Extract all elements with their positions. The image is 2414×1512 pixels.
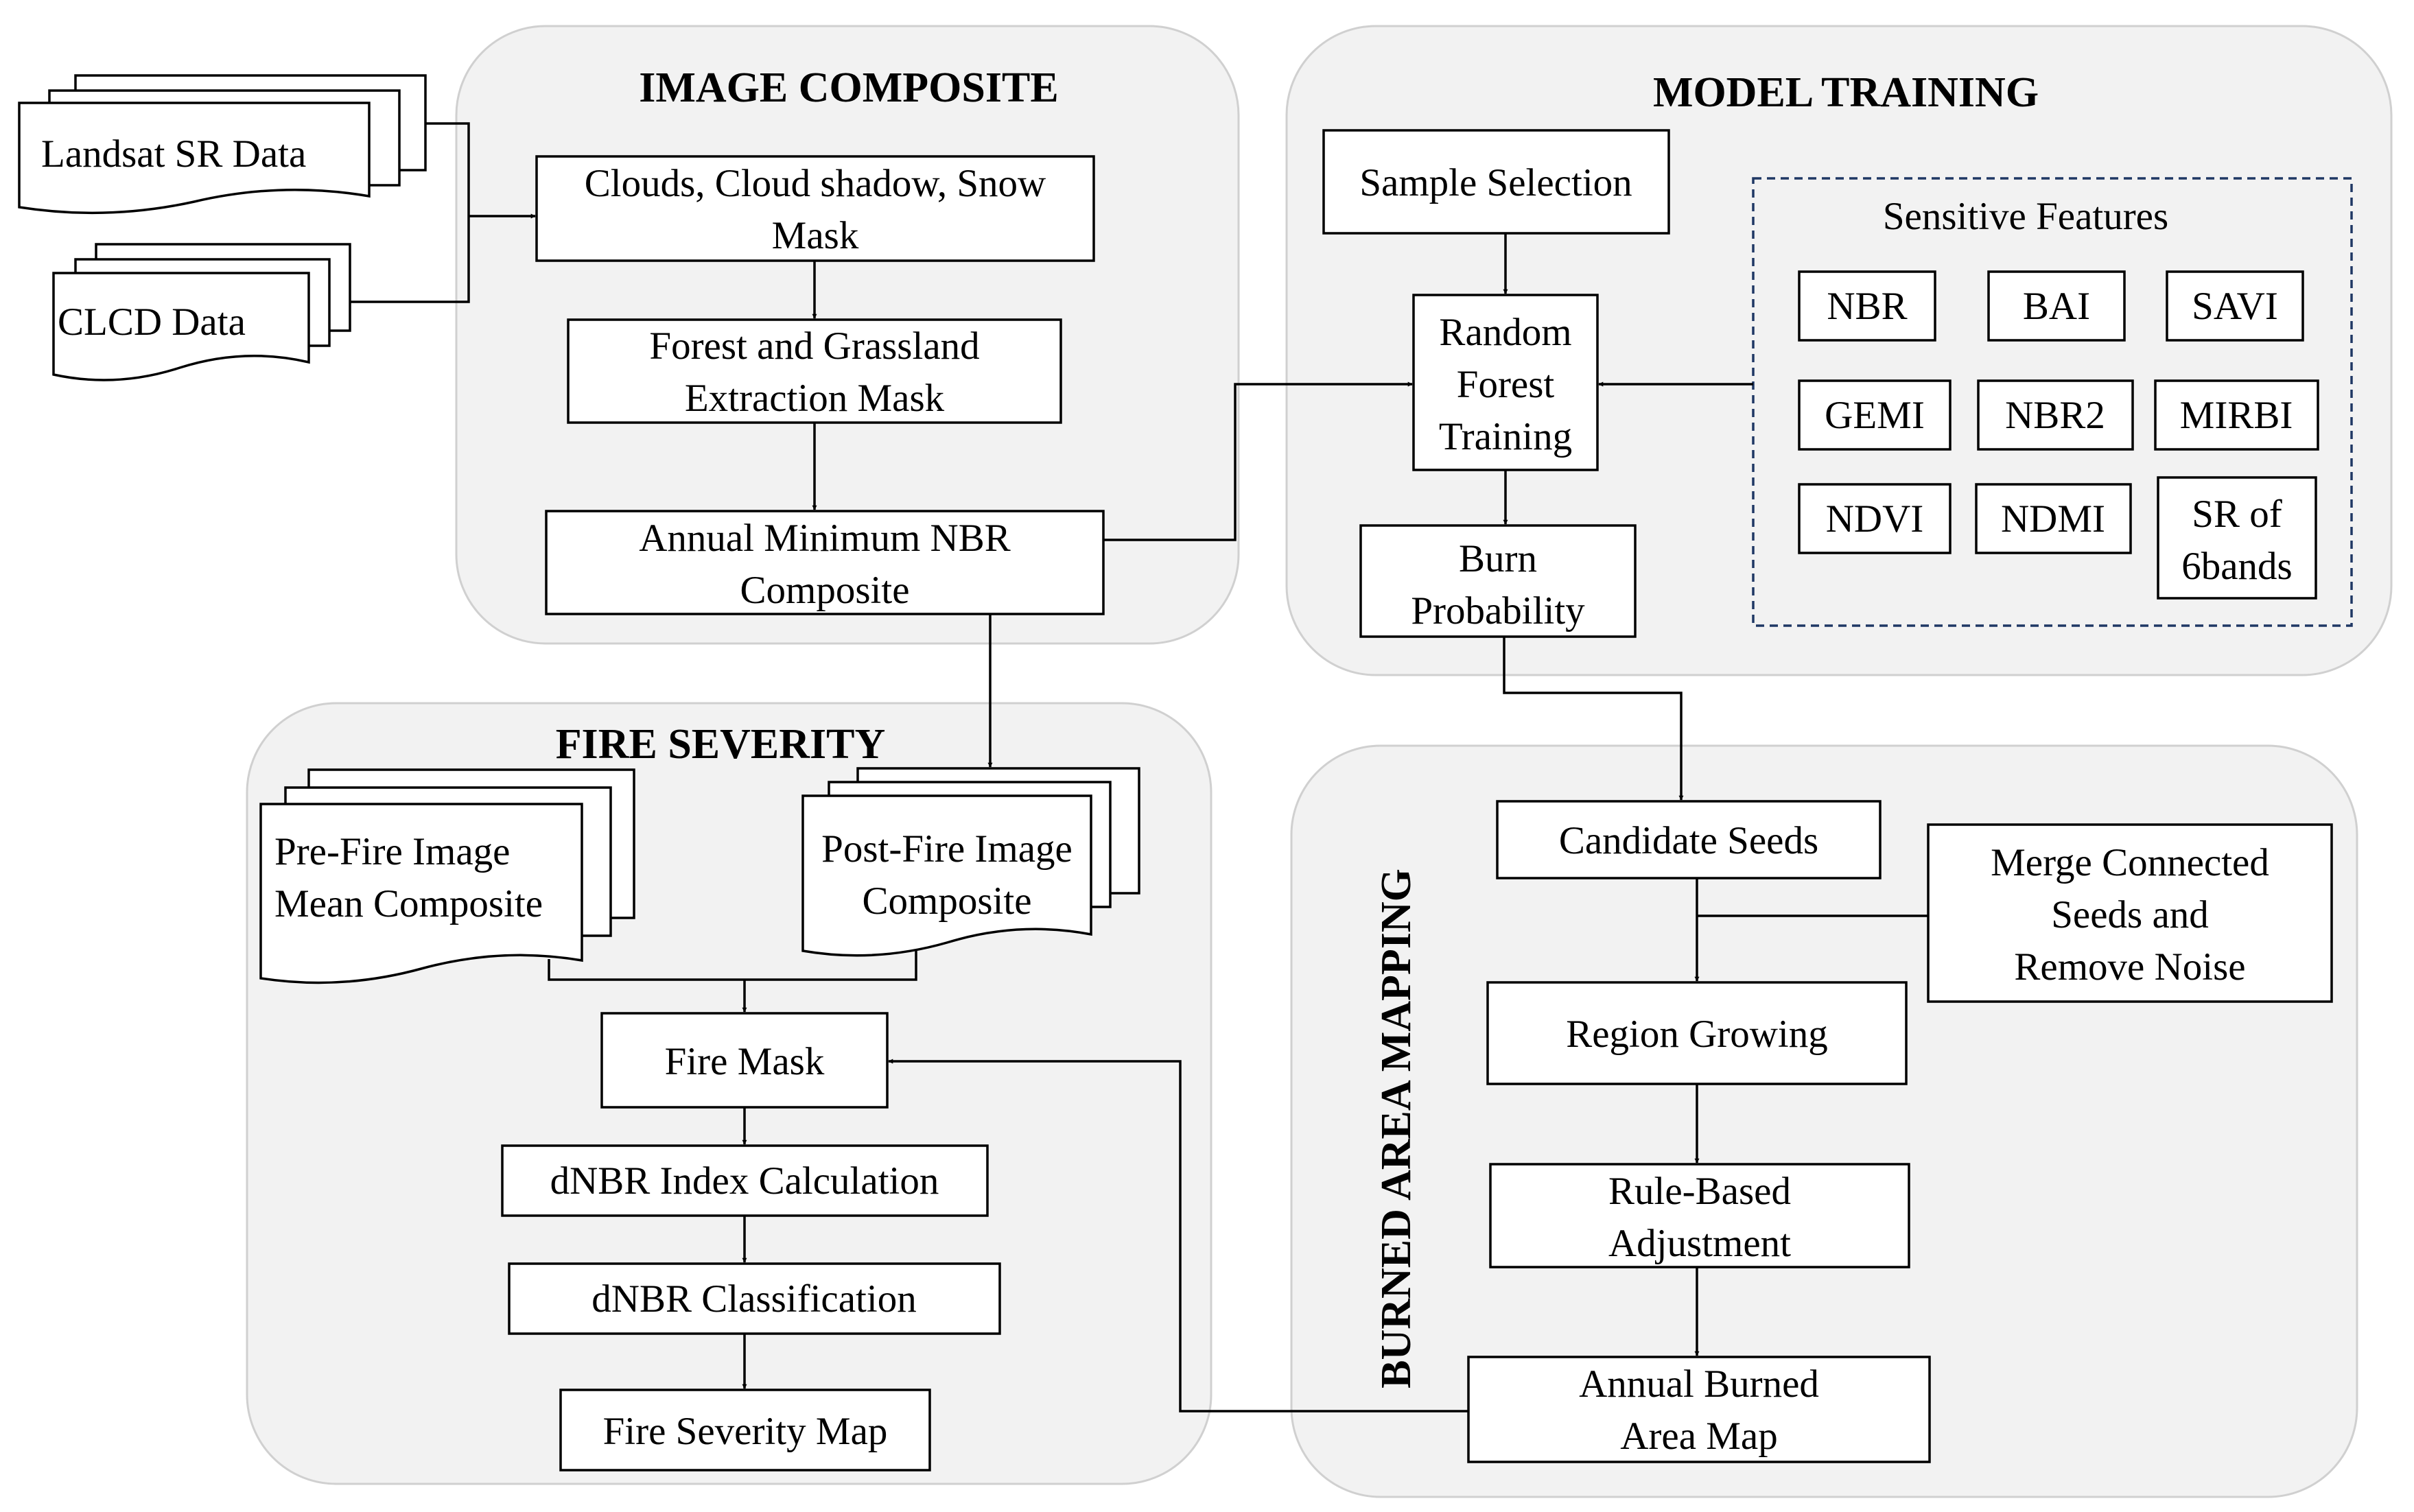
forest-grassland-mask-line-2: Extraction Mask [685,377,945,420]
burn-probability-line-2: Probability [1411,589,1585,633]
fire-mask-box: Fire Mask [600,1012,889,1109]
dnbr-index-calculation-box: dNBR Index Calculation [501,1144,989,1217]
feature-nbr-label: NBR [1827,285,1907,328]
feature-ndvi: NDVI [1798,483,1952,554]
connector-landsat-join [425,122,470,216]
forest-grassland-mask-box: Forest and Grassland Extraction Mask [567,318,1062,424]
burn-probability-line-1: Burn [1459,537,1537,580]
feature-bai-label: BAI [2023,285,2090,328]
rule-based-line-2: Adjustment [1608,1222,1791,1265]
feature-mirbi-label: MIRBI [2180,394,2293,437]
feature-gemi: GEMI [1798,379,1952,451]
feature-ndmi: NDMI [1975,483,2132,554]
sample-selection-box: Sample Selection [1322,129,1670,235]
region-growing-box: Region Growing [1486,981,1908,1085]
connector-clcd-join [350,216,470,303]
dnbr-index-calculation-label: dNBR Index Calculation [550,1159,939,1203]
feature-sr-line-1: SR of [2192,493,2282,536]
model-training-title: MODEL TRAINING [1653,69,2039,116]
annual-minimum-nbr-composite-box: Annual Minimum NBR Composite [545,510,1105,615]
feature-gemi-label: GEMI [1825,394,1925,437]
image-composite-title: IMAGE COMPOSITE [639,64,1058,111]
candidate-seeds-box: Candidate Seeds [1496,800,1882,879]
landsat-sr-data-stack: Landsat SR Data [18,74,427,215]
feature-nbr: NBR [1798,270,1936,342]
merge-connected-seeds-box: Merge Connected Seeds and Remove Noise [1927,823,2333,1003]
pre-fire-line-2: Mean Composite [274,882,543,925]
landsat-sr-data-label: Landsat SR Data [41,132,306,176]
cloud-snow-mask-box: Clouds, Cloud shadow, Snow Mask [535,155,1095,262]
post-fire-line-2: Composite [862,879,1031,923]
candidate-seeds-label: Candidate Seeds [1559,819,1818,862]
pre-fire-line-1: Pre-Fire Image [274,830,510,873]
merge-line-1: Merge Connected [1991,841,2269,884]
feature-sr-line-2: 6bands [2181,545,2292,588]
connector-burn-probability-to-seeds [1503,637,1684,801]
feature-sr-6bands: SR of 6bands [2157,476,2317,600]
feature-ndvi-label: NDVI [1826,497,1923,541]
pre-fire-composite-stack: Pre-Fire Image Mean Composite [259,768,635,984]
feature-nbr2: NBR2 [1977,379,2134,451]
fire-severity-map-label: Fire Severity Map [603,1410,888,1453]
connector-post-fire-to-fire-mask [745,951,917,981]
burned-area-mapping-title: BURNED AREA MAPPING [1373,869,1420,1389]
annual-burned-line-2: Area Map [1620,1415,1777,1458]
post-fire-composite-stack: Post-Fire Image Composite [801,767,1140,957]
feature-savi-label: SAVI [2192,285,2278,328]
sensitive-features-group: Sensitive Features NBR BAI SAVI GEMI NBR… [1752,177,2353,627]
rule-based-adjustment-box: Rule-Based Adjustment [1489,1163,1910,1268]
fire-severity-map-box: Fire Severity Map [559,1389,931,1472]
post-fire-line-1: Post-Fire Image [821,827,1073,871]
feature-mirbi: MIRBI [2154,379,2319,451]
connector-pre-fire-to-fire-mask [548,959,745,981]
rule-based-line-1: Rule-Based [1608,1170,1791,1213]
random-forest-line-1: Random [1439,311,1571,354]
connector-nbr-to-rf-training [1103,381,1413,541]
random-forest-line-3: Training [1439,415,1572,458]
random-forest-training-box: Random Forest Training [1412,294,1599,471]
fire-mask-label: Fire Mask [665,1040,825,1083]
random-forest-line-2: Forest [1457,363,1555,406]
dnbr-classification-box: dNBR Classification [508,1262,1001,1335]
burn-probability-box: Burn Probability [1359,524,1637,638]
clcd-data-label: CLCD Data [58,300,246,344]
feature-bai: BAI [1987,270,2126,342]
annual-minimum-nbr-line-1: Annual Minimum NBR [639,517,1011,560]
region-growing-label: Region Growing [1566,1013,1828,1056]
merge-line-2: Seeds and [2051,893,2209,936]
sample-selection-label: Sample Selection [1359,161,1632,204]
annual-burned-area-map-box: Annual Burned Area Map [1467,1356,1931,1463]
cloud-snow-mask-line-2: Mask [772,214,859,257]
merge-line-3: Remove Noise [2014,945,2245,989]
annual-minimum-nbr-line-2: Composite [740,569,909,612]
sensitive-features-title: Sensitive Features [1883,195,2168,238]
forest-grassland-mask-line-1: Forest and Grassland [649,324,979,368]
cloud-snow-mask-line-1: Clouds, Cloud shadow, Snow [585,162,1046,205]
connector-annual-map-to-fire-mask [888,1059,1468,1413]
feature-nbr2-label: NBR2 [2005,394,2105,437]
feature-savi: SAVI [2166,270,2304,342]
annual-burned-line-1: Annual Burned [1579,1362,1819,1406]
feature-ndmi-label: NDMI [2001,497,2105,541]
clcd-data-stack: CLCD Data [52,243,351,381]
dnbr-classification-label: dNBR Classification [591,1277,916,1321]
fire-severity-title: FIRE SEVERITY [556,721,886,768]
